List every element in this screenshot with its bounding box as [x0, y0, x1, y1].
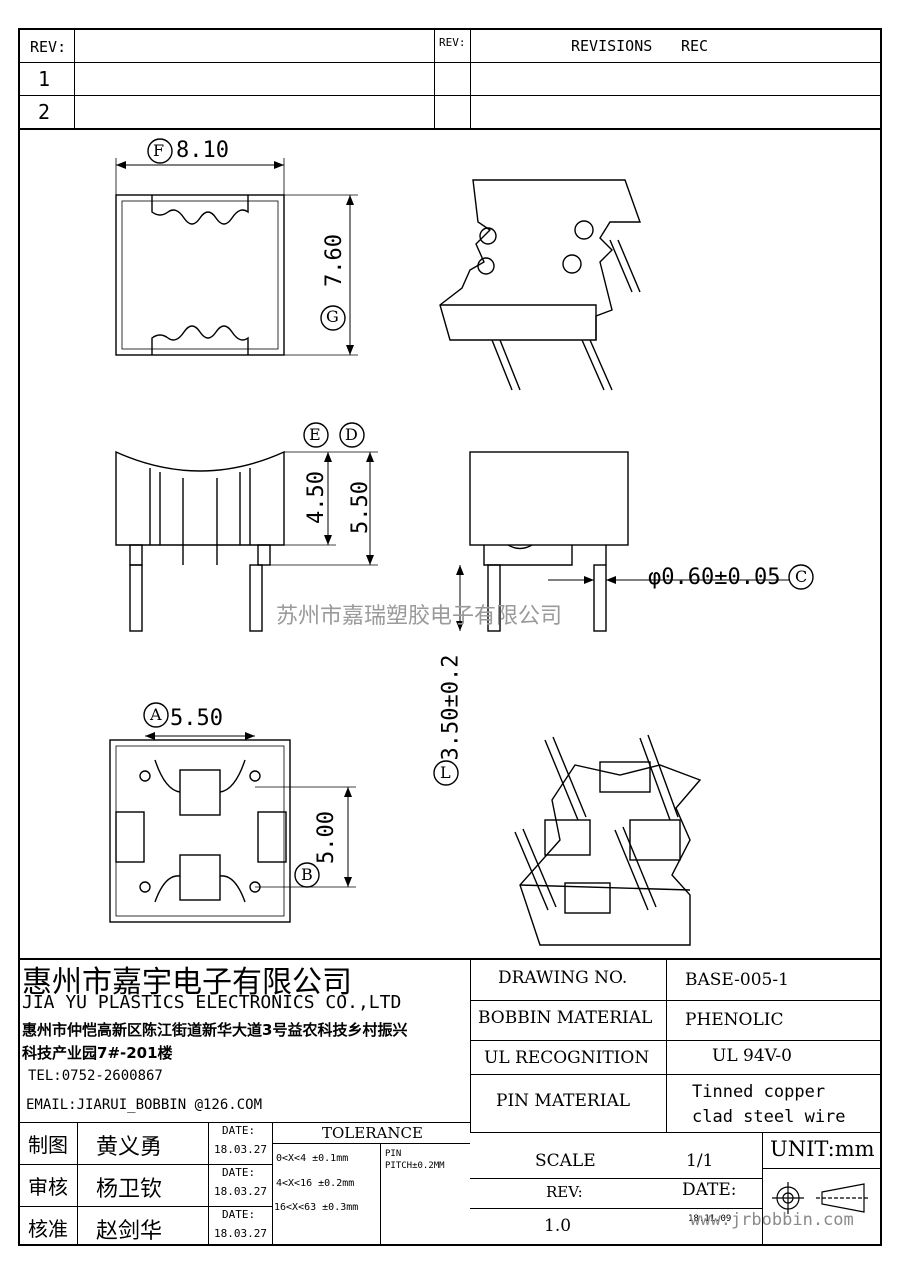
dim-letter-c: C [795, 567, 808, 586]
dim-e-value: 4.50 [303, 471, 329, 524]
dim-l-value: 3.50±0.2 [438, 654, 464, 761]
dim-d-value: 5.50 [347, 481, 373, 534]
signoff-date-label-checked: DATE: [222, 1166, 256, 1179]
dim-letter-f: F [153, 141, 165, 160]
company-name-en: JIA YU PLASTICS ELECTRONICS CO.,LTD [22, 992, 402, 1013]
signoff-name-approved: 赵剑华 [96, 1219, 163, 1244]
company-address-1: 惠州市仲恺高新区陈江街道新华大道3号益农科技乡村振兴 [22, 1021, 408, 1039]
drawing-frame [18, 28, 882, 1246]
drawing-no-value: BASE-005-1 [685, 970, 789, 990]
tolerance-row-1: 0<X<4 ±0.1mm [276, 1153, 349, 1164]
tolerance-row-3: 16<X<63 ±0.3mm [274, 1202, 359, 1213]
revisions-label: REVISIONS [571, 37, 653, 55]
tolerance-pin-pitch: PITCH±0.2MM [385, 1161, 445, 1171]
ul-value: UL 94V-0 [712, 1046, 792, 1066]
company-tel: TEL:0752-2600867 [28, 1068, 163, 1084]
ul-label: UL RECOGNITION [484, 1048, 650, 1068]
dim-letter-a: A [150, 705, 162, 724]
date-label: DATE: [682, 1180, 737, 1200]
watermark: 苏州市嘉瑞塑胶电子有限公司 [276, 604, 563, 629]
signoff-name-drawn: 黄义勇 [96, 1135, 163, 1160]
scale-label: SCALE [535, 1151, 596, 1171]
rev-label: REV: [546, 1183, 583, 1201]
bobbin-material-value: PHENOLIC [685, 1010, 784, 1030]
rev-label-left: REV: [30, 38, 67, 56]
bobbin-material-label: BOBBIN MATERIAL [478, 1008, 653, 1028]
rev-value: 1.0 [544, 1216, 572, 1236]
unit-label: UNIT:mm [770, 1137, 875, 1161]
signoff-date-drawn: 18.03.27 [214, 1143, 267, 1156]
pin-material-value-1: Tinned copper [692, 1082, 826, 1102]
company-name-cn: 惠州市嘉宇电子有限公司 [22, 965, 352, 1000]
dim-letter-e: E [309, 425, 321, 444]
scale-value: 1/1 [686, 1151, 714, 1171]
signoff-date-label-drawn: DATE: [222, 1124, 256, 1137]
company-email: EMAIL:JIARUI_BOBBIN @126.COM [26, 1097, 263, 1113]
website-watermark: www.jrbobbin.com [690, 1210, 854, 1230]
rev-row-2: 2 [38, 100, 51, 124]
tolerance-pin-label: PIN [385, 1149, 402, 1159]
tolerance-title: TOLERANCE [322, 1124, 423, 1142]
company-address-2: 科技产业园7#-201楼 [22, 1044, 173, 1062]
signoff-role-checked: 审核 [28, 1175, 68, 1199]
dim-b-value: 5.00 [313, 811, 339, 864]
rev-label-right: REV: [439, 36, 466, 49]
dim-c-value: φ0.60±0.05 [648, 565, 781, 590]
tolerance-row-2: 4<X<16 ±0.2mm [276, 1178, 355, 1189]
dim-a-value: 5.50 [170, 706, 223, 731]
signoff-date-approved: 18.03.27 [214, 1227, 267, 1240]
dim-letter-g: G [326, 307, 339, 326]
pin-material-label: PIN MATERIAL [496, 1091, 631, 1111]
dim-letter-b: B [301, 865, 313, 884]
dim-letter-l: L [440, 763, 451, 782]
signoff-role-drawn: 制图 [28, 1133, 68, 1157]
signoff-date-checked: 18.03.27 [214, 1185, 267, 1198]
drawing-no-label: DRAWING NO. [498, 968, 628, 988]
dim-g-value: 7.60 [321, 234, 347, 287]
rec-label: REC [681, 37, 709, 55]
signoff-name-checked: 杨卫钦 [96, 1177, 163, 1202]
dim-letter-d: D [345, 425, 358, 444]
date-value: 18.11.09 [688, 1214, 732, 1224]
rev-row-1: 1 [38, 67, 51, 91]
dim-f-value: 8.10 [176, 138, 229, 163]
pin-material-value-2: clad steel wire [692, 1107, 846, 1127]
signoff-date-label-approved: DATE: [222, 1208, 256, 1221]
signoff-role-approved: 核准 [28, 1217, 68, 1241]
